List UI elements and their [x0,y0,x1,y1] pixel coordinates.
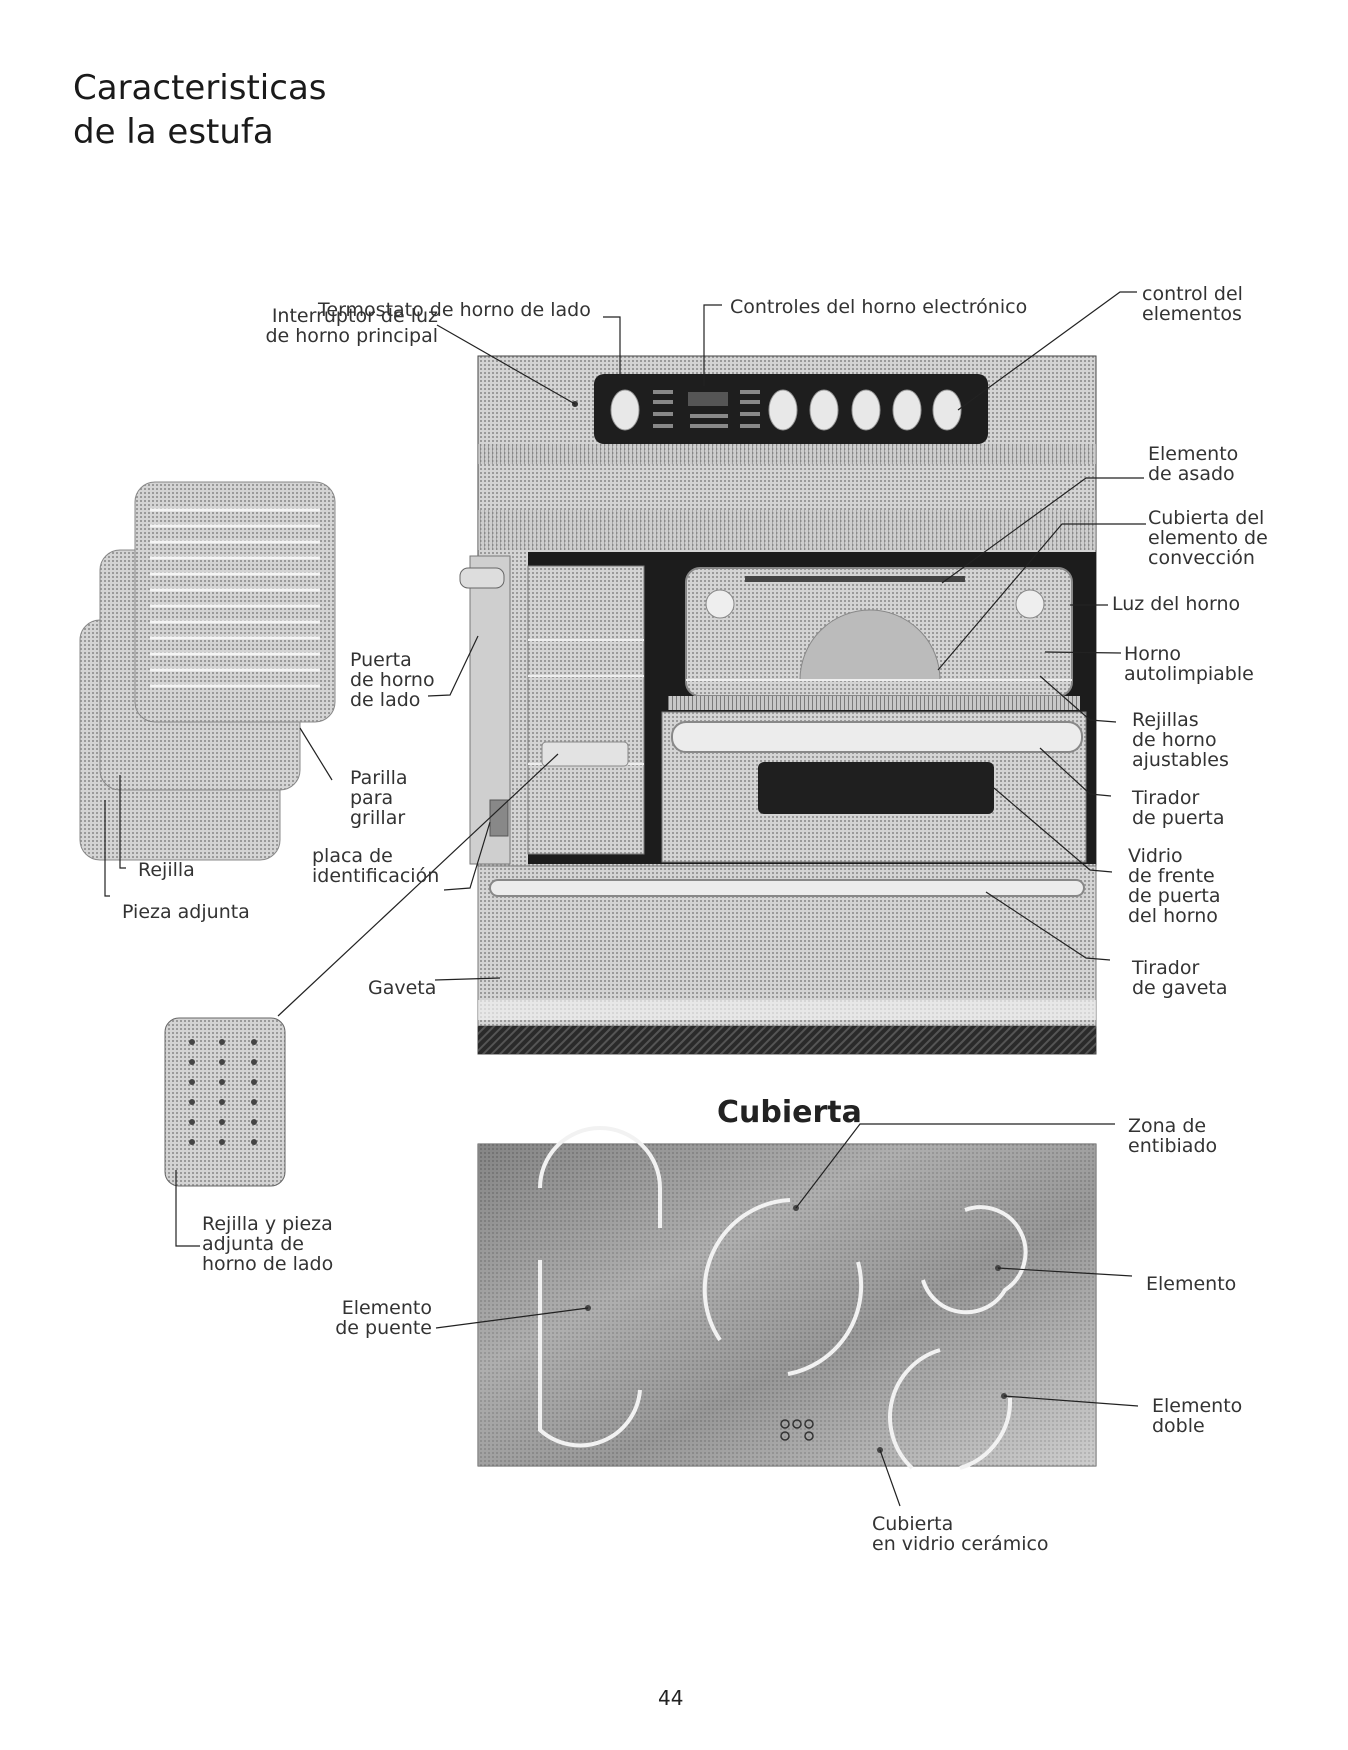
label-broiler-pan: Parilla para grillar [350,767,408,829]
bridge-element [538,1126,662,1448]
page-number: 44 [658,1686,684,1710]
label-id-plate: placa de identificación [312,845,440,887]
leader-lines [104,291,1146,1507]
page-title-line2: de la estufa [73,112,274,152]
page-title-line1: Caracteristicas [73,68,327,108]
label-side-thermostat: Termostato de horno de lado [318,299,591,321]
broiler-pan-in-oven [541,741,629,767]
large-element [702,1198,864,1376]
door-glass [758,762,994,814]
element-indicator-icon [780,1419,814,1441]
label-oven-light: Luz del horno [1112,593,1241,615]
label-warming-zone: Zona de entibiado [1128,1115,1218,1157]
oven-light-left [705,589,735,619]
electronic-display [688,392,728,406]
label-convection-cover: Cubierta del elemento de convección [1148,507,1268,569]
control-knobs [610,389,962,431]
label-side-oven-door: Puerta de horno de lado [350,649,435,711]
label-electronic-controls: Controles del horno electrónico [730,296,1028,318]
label-grid: Rejilla [138,859,195,881]
label-element: Elemento [1146,1273,1237,1295]
drawer-handle [489,879,1085,897]
label-door-handle: Tirador de puerta [1132,787,1225,829]
oven-light-right [1015,589,1045,619]
label-dual-element: Elemento doble [1152,1395,1243,1437]
cooktop-top-view [477,1126,1097,1470]
warming-zone-element [921,1205,1028,1315]
label-bridge-element: Elemento de puente [335,1297,432,1339]
label-light-switch: Interruptor de luz de horno principal [265,305,438,347]
label-adjustable-racks: Rejillas de horno ajustables [1132,709,1229,771]
label-door-glass: Vidrio de frente de puerta del horno [1128,845,1221,927]
range-body [459,355,1097,1055]
label-glass-ceramic: Cubierta en vidrio cerámico [872,1513,1049,1555]
convection-cover [799,609,941,681]
label-insert: Pieza adjunta [122,901,250,923]
label-side-oven-grid-insert: Rejilla y pieza adjunta de horno de lado [202,1213,334,1275]
label-drawer: Gaveta [368,977,437,999]
broil-element [745,576,965,582]
page-title: Caracteristicas de la estufa [73,66,327,154]
label-broil-element: Elemento de asado [1148,443,1239,485]
cooktop-heading: Cubierta [717,1095,862,1130]
broiler-pan-stack [79,481,336,861]
id-plate [489,799,509,837]
label-self-clean-oven: Horno autolimpiable [1124,643,1254,685]
label-drawer-handle: Tirador de gaveta [1132,957,1228,999]
side-oven-cavity [527,565,645,855]
dual-element [888,1348,1013,1470]
toe-kick [478,1026,1096,1054]
side-oven-grid [164,1017,286,1187]
label-element-control: control del elementos [1142,283,1243,325]
door-handle [671,721,1083,753]
